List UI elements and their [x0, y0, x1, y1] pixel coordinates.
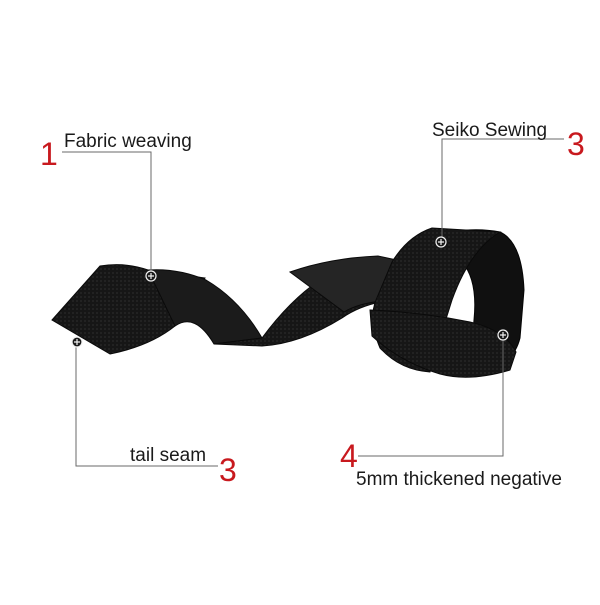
leader-lines — [62, 138, 564, 467]
callout-markers — [71, 236, 509, 348]
plus-circle-icon — [145, 270, 157, 282]
callout-number-fabric-weaving: 1 — [40, 136, 58, 172]
plus-circle-icon — [497, 329, 509, 341]
callout-number-seiko-sewing: 3 — [567, 126, 585, 162]
strap-body — [51, 227, 525, 378]
callout-label-seiko-sewing: Seiko Sewing — [432, 120, 548, 141]
callout-number-thickened-negative: 4 — [340, 438, 358, 474]
plus-circle-icon — [435, 236, 447, 248]
callout-label-thickened-negative: 5mm thickened negative — [356, 469, 562, 490]
plus-circle-icon — [71, 336, 83, 348]
callout-label-tail-seam: tail seam — [130, 445, 207, 466]
callout-label-fabric-weaving: Fabric weaving — [64, 131, 192, 152]
callout-number-tail-seam: 3 — [219, 452, 237, 488]
